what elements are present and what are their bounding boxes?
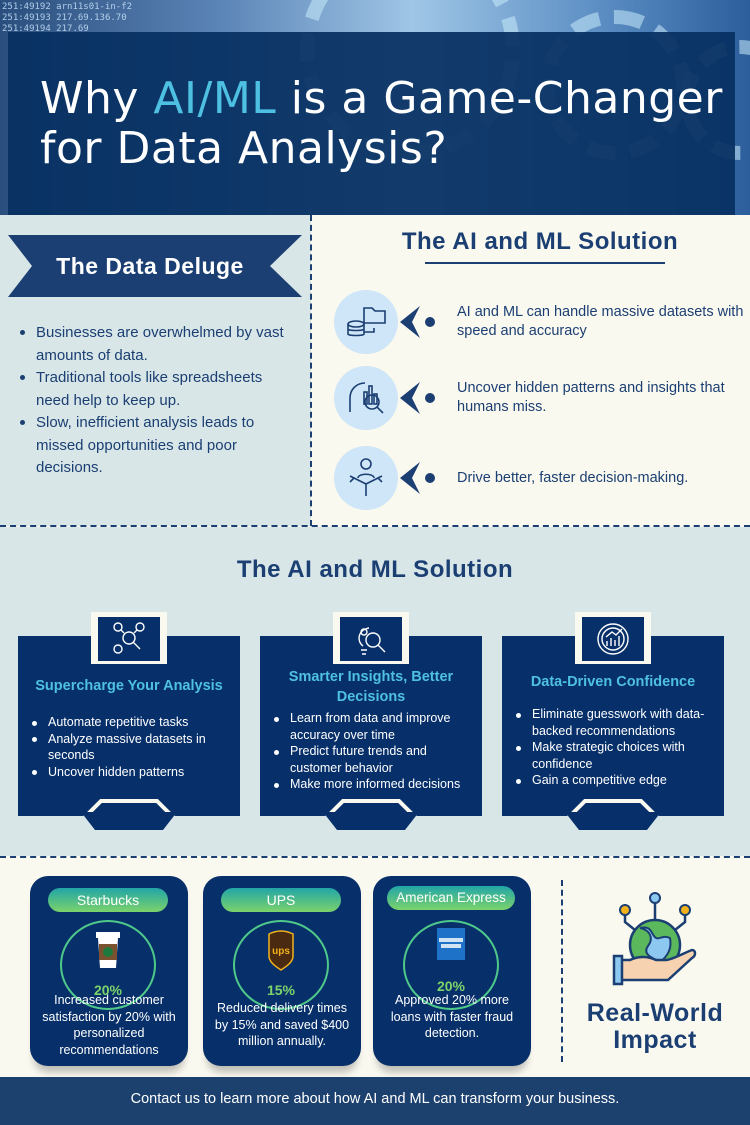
ups-logo-text: ups	[272, 946, 290, 957]
card-title: Supercharge Your Analysis	[35, 678, 223, 694]
data-deluge-title: The Data Deluge	[56, 253, 244, 279]
code-line: 251:49193 217.69.136.70	[2, 13, 127, 23]
list-item: Analyze massive datasets in seconds	[30, 731, 235, 764]
chevron-arrow-icon	[400, 462, 435, 494]
divider	[0, 856, 750, 858]
card-title: Data-Driven Confidence	[530, 674, 696, 690]
list-item: Automate repetitive tasks	[30, 714, 235, 731]
stat-ring: 20%	[60, 920, 156, 1010]
title-line: Real-World	[586, 999, 724, 1027]
solution-text: Uncover hidden patterns and insights tha…	[457, 380, 725, 415]
code-line: 251:49192 arn11s01-in-f2	[2, 2, 133, 12]
list-item: Traditional tools like spreadsheets need…	[18, 367, 298, 412]
title-line: Impact	[613, 1026, 697, 1054]
impact-description: Increased customer satisfaction by 20% w…	[42, 993, 176, 1057]
stat-ring: ups 15%	[233, 920, 329, 1010]
brain-analytics-icon	[334, 366, 398, 430]
impact-description: Approved 20% more loans with faster frau…	[390, 993, 514, 1040]
network-analysis-icon	[91, 612, 167, 664]
database-folder-icon	[334, 290, 398, 354]
list-item: Learn from data and improve accuracy ove…	[272, 710, 477, 743]
card-bottom-hexagon	[81, 812, 177, 830]
card-list: Learn from data and improve accuracy ove…	[272, 710, 477, 793]
feature-card: Smarter Insights, Better Decisions Learn…	[260, 636, 482, 816]
solution-row: Uncover hidden patterns and insights tha…	[334, 366, 750, 430]
deluge-list: Businesses are overwhelmed by vast amoun…	[18, 322, 298, 480]
list-item: Make strategic choices with confidence	[514, 739, 719, 772]
code-line: 251:49194 217.69	[2, 24, 89, 34]
solution-row: AI and ML can handle massive datasets wi…	[334, 290, 750, 354]
lightbulb-magnifier-icon	[333, 612, 409, 664]
list-item: Gain a competitive edge	[514, 772, 719, 789]
impact-card-american-express: American Express 20% Approved 20% more l…	[373, 876, 531, 1066]
company-label: UPS	[221, 888, 341, 912]
coffee-cup-icon	[96, 932, 120, 968]
card-title: Smarter Insights, Better Decisions	[288, 669, 454, 705]
background-code-text: 251:49192 arn11s01-in-f2 251:49193 217.6…	[2, 2, 132, 35]
card-list: Automate repetitive tasks Analyze massiv…	[30, 714, 235, 780]
globe-hand-icon	[612, 892, 697, 986]
title-overlay	[8, 32, 735, 215]
card-bottom-hexagon	[565, 812, 661, 830]
company-label: Starbucks	[48, 888, 168, 912]
card-bottom-hexagon	[323, 812, 419, 830]
solution-title: The AI and ML Solution	[401, 228, 679, 255]
chart-target-icon	[575, 612, 651, 664]
solution-row: Drive better, faster decision-making.	[334, 446, 750, 510]
footer-contact-text: Contact us to learn more about how AI an…	[0, 1077, 750, 1125]
divider	[561, 880, 563, 1062]
list-item: Make more informed decisions	[272, 776, 477, 793]
title-text: Why	[40, 73, 154, 124]
solution-cards-title: The AI and ML Solution	[236, 556, 514, 583]
decision-arrows-icon	[334, 446, 398, 510]
title-text: is a Game-Changer for Data Analysis?	[40, 73, 723, 174]
ups-shield-icon: ups	[268, 930, 294, 971]
feature-card: Supercharge Your Analysis Automate repet…	[18, 636, 240, 816]
ribbon-banner	[8, 235, 302, 297]
stat-percent: 20%	[93, 982, 123, 998]
feature-card: Data-Driven Confidence Eliminate guesswo…	[502, 636, 724, 816]
impact-card-starbucks: Starbucks 20% Increased customer satisfa…	[30, 876, 188, 1066]
stat-percent: 15%	[266, 982, 296, 998]
card-list: Eliminate guesswork with data-backed rec…	[514, 706, 719, 789]
solution-text: AI and ML can handle massive datasets wi…	[457, 304, 744, 339]
stat-ring: 20%	[403, 920, 499, 1010]
chevron-arrow-icon	[400, 306, 435, 338]
divider	[0, 525, 750, 527]
page-title: Why AI/ML is a Game-Changer for Data Ana…	[40, 74, 740, 174]
list-item: Eliminate guesswork with data-backed rec…	[514, 706, 719, 739]
stat-percent: 20%	[436, 978, 466, 994]
title-highlight: AI/ML	[153, 73, 277, 124]
chevron-arrow-icon	[400, 382, 435, 414]
title-underline	[425, 262, 665, 264]
impact-card-ups: UPS ups 15% Reduced delivery times by 15…	[203, 876, 361, 1066]
company-label: American Express	[387, 886, 515, 910]
amex-logo-icon	[437, 928, 465, 960]
list-item: Predict future trends and customer behav…	[272, 743, 477, 776]
impact-description: Reduced delivery times by 15% and saved …	[214, 1001, 350, 1048]
list-item: Slow, inefficient analysis leads to miss…	[18, 412, 298, 480]
list-item: Uncover hidden patterns	[30, 764, 235, 781]
list-item: Businesses are overwhelmed by vast amoun…	[18, 322, 298, 367]
solution-text: Drive better, faster decision-making.	[457, 469, 689, 486]
divider	[310, 215, 312, 526]
